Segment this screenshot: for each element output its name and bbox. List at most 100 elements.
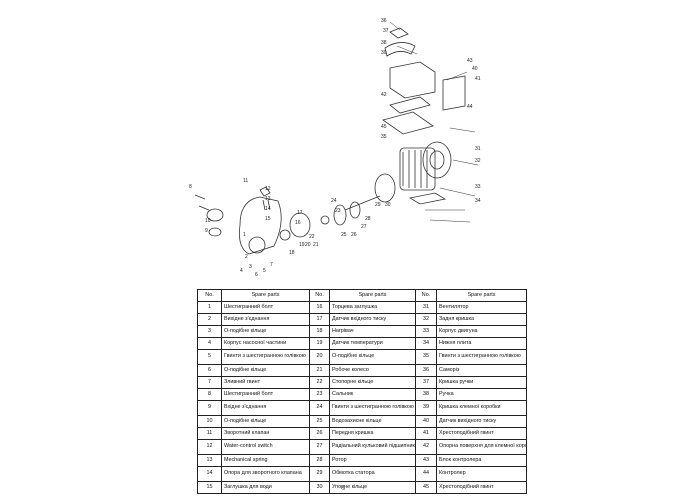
callout-20: 20 xyxy=(305,242,311,248)
part-name: Зливний гвинт xyxy=(221,376,310,389)
rotor-shaft xyxy=(344,195,381,211)
part-number: 9 xyxy=(197,400,222,416)
callout-41: 41 xyxy=(475,76,481,82)
callout-23: 23 xyxy=(335,208,341,214)
part-number: 45 xyxy=(415,481,437,494)
part-number: 10 xyxy=(197,415,222,428)
inlet-connection xyxy=(206,208,224,222)
part-number: 22 xyxy=(309,376,330,389)
part-name: О-подібне кільце xyxy=(221,415,310,428)
leader-lines-top xyxy=(389,21,468,81)
part-number: 35 xyxy=(415,349,437,365)
rear-cover xyxy=(422,141,452,179)
callout-38: 38 xyxy=(381,40,387,46)
part-number: 41 xyxy=(415,427,437,440)
part-number: 4 xyxy=(197,337,222,350)
part-name: Задня кришка xyxy=(436,313,527,326)
part-number: 12 xyxy=(197,439,222,455)
callout-26: 26 xyxy=(351,232,357,238)
part-name: Саморіз xyxy=(436,364,527,377)
part-name: Передня кришка xyxy=(329,427,416,440)
callout-28: 28 xyxy=(365,216,371,222)
controller-block xyxy=(389,96,431,114)
part-name: Кришка ручки xyxy=(436,376,527,389)
part-name: Ротор xyxy=(329,454,416,467)
part-name: Обмотка статора xyxy=(329,466,416,482)
callout-1: 1 xyxy=(243,232,246,238)
part-number: 36 xyxy=(415,364,437,377)
part-number: 42 xyxy=(415,439,437,455)
part-number: 23 xyxy=(309,388,330,401)
part-name: Контролер xyxy=(436,466,527,482)
part-name: Стопорне кільце xyxy=(329,376,416,389)
part-name: Вхідне з'єднання xyxy=(221,400,310,416)
callout-22: 22 xyxy=(309,234,315,240)
callout-45: 45 xyxy=(381,124,387,130)
part-name: О-подібне кільце xyxy=(221,325,310,338)
part-name: Гвинти з шестигранною голівкою xyxy=(329,400,416,416)
header-no-2: No. xyxy=(309,289,330,302)
part-name: Корпус насосної частини xyxy=(221,337,310,350)
pump-exploded-drawing: 36 37 38 39 40 41 42 43 44 45 35 31 32 3… xyxy=(189,18,481,278)
table-header: No. Spare parts No. Spare parts No. Spar… xyxy=(197,289,527,302)
part-number: 27 xyxy=(309,439,330,455)
seal xyxy=(320,215,330,225)
part-name: Нагрівач xyxy=(329,325,416,338)
fan xyxy=(429,150,445,170)
callout-labels: 36 37 38 39 40 41 42 43 44 45 35 31 32 3… xyxy=(189,18,481,278)
callout-33: 33 xyxy=(475,184,481,190)
callout-37: 37 xyxy=(383,28,389,34)
callout-42: 42 xyxy=(381,92,387,98)
callout-18: 18 xyxy=(289,250,295,256)
callout-6: 6 xyxy=(255,272,258,278)
callout-3: 3 xyxy=(249,264,252,270)
callout-11: 11 xyxy=(243,178,248,184)
part-name: Торцева заглушка xyxy=(329,301,416,314)
pump-body xyxy=(239,196,282,255)
spare-parts-table: No. Spare parts No. Spare parts No. Spar… xyxy=(197,289,527,494)
callout-25: 25 xyxy=(341,232,347,238)
bottom-plate xyxy=(408,192,447,205)
callout-30: 30 xyxy=(385,202,391,208)
exploded-view-diagram: 36 37 38 39 40 41 42 43 44 45 35 31 32 3… xyxy=(185,10,515,285)
callout-43: 43 xyxy=(467,58,473,64)
part-number: 13 xyxy=(197,454,222,467)
header-no-3: No. xyxy=(415,289,437,302)
part-name: Кришка клемної коробки xyxy=(436,400,527,416)
part-number: 3 xyxy=(197,325,222,338)
callout-32: 32 xyxy=(475,158,481,164)
part-number: 5 xyxy=(197,349,222,365)
part-number: 16 xyxy=(309,301,330,314)
part-number: 30 xyxy=(309,481,330,494)
callout-16: 16 xyxy=(295,220,301,226)
callout-7: 7 xyxy=(270,262,273,268)
part-number: 39 xyxy=(415,400,437,416)
handle-cover-part xyxy=(389,27,409,39)
part-name: Радіальний кульковий підшипник xyxy=(329,439,416,455)
part-number: 15 xyxy=(197,481,222,494)
part-name: Шестигранний болт xyxy=(221,301,310,314)
part-number: 19 xyxy=(309,337,330,350)
part-name: Заглушка для води xyxy=(221,481,310,494)
part-number: 14 xyxy=(197,466,222,482)
handle-part xyxy=(384,42,416,57)
callout-40: 40 xyxy=(472,66,478,72)
part-number: 24 xyxy=(309,400,330,416)
part-name: Water-control switch xyxy=(221,439,310,455)
callout-2: 2 xyxy=(245,254,248,260)
callout-35: 35 xyxy=(381,134,387,140)
part-name: Хрестоподібний гвинт xyxy=(436,427,527,440)
impeller xyxy=(289,212,311,238)
part-name: Хрестоподібний гвинт xyxy=(436,481,527,494)
controller-part xyxy=(442,75,466,111)
part-name: Вихідне з'єднання xyxy=(221,313,310,326)
part-number: 1 xyxy=(197,301,222,314)
callout-8: 8 xyxy=(189,184,192,190)
callout-29: 29 xyxy=(375,202,381,208)
part-name: Датчик вхідного тиску xyxy=(329,313,416,326)
